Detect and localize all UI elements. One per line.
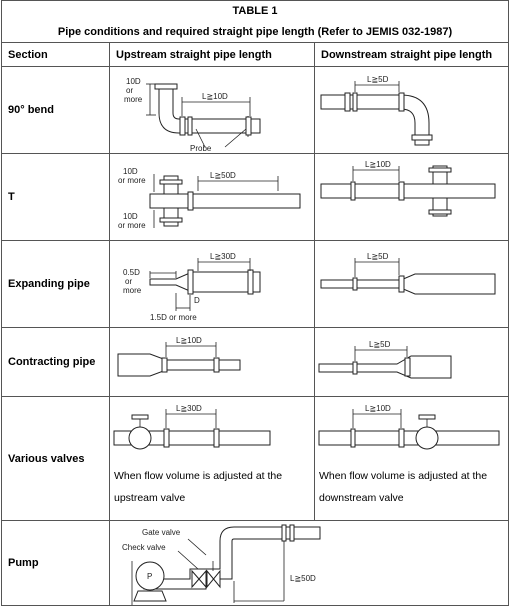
section-pump: Pump bbox=[1, 520, 110, 606]
header-downstream: Downstream straight pipe length bbox=[314, 42, 509, 67]
table-number: TABLE 1 bbox=[1, 0, 509, 21]
label-length: L≧10D bbox=[202, 92, 228, 101]
upstream-expanding-figure: 0.5D or more L≧30D D 1.5D or more bbox=[109, 240, 315, 328]
label-0-5d: 0.5D bbox=[123, 268, 140, 277]
table-row: Contracting pipe L≧10D L≧5D bbox=[1, 327, 509, 397]
section-contracting-pipe: Contracting pipe bbox=[1, 327, 110, 397]
label-10d: 10D bbox=[126, 77, 141, 86]
label-or: or bbox=[125, 277, 132, 286]
pump-figure: P Gate valve Check valve L≧50D bbox=[109, 520, 509, 606]
label-p: P bbox=[147, 572, 152, 581]
upstream-t-figure: 10D or more L≧50D 10D or more bbox=[109, 153, 315, 241]
downstream-90-bend-figure: L≧5D bbox=[314, 66, 509, 154]
section-t: T bbox=[1, 153, 110, 241]
label-1-5d: 1.5D or more bbox=[150, 313, 197, 322]
label-length: L≧10D bbox=[365, 404, 391, 413]
label-ormore-bottom: or more bbox=[118, 221, 146, 230]
table-row: Pump P Gate valve Check valve bbox=[1, 520, 509, 606]
table-row: T 10D or more L≧50D 10D or more bbox=[1, 153, 509, 241]
label-more: more bbox=[124, 95, 143, 104]
table-row: Expanding pipe 0.5D or more L≧30D D bbox=[1, 240, 509, 328]
label-length: L≧5D bbox=[367, 252, 389, 261]
label-length: L≧5D bbox=[369, 340, 391, 349]
table-title: Pipe conditions and required straight pi… bbox=[1, 21, 509, 43]
section-expanding-pipe: Expanding pipe bbox=[1, 240, 110, 328]
downstream-valves-cell: L≧10D When flow volume is adjusted at th… bbox=[314, 396, 509, 521]
label-probe: Probe bbox=[190, 144, 212, 153]
label-gate-valve: Gate valve bbox=[142, 528, 181, 537]
label-length: L≧30D bbox=[210, 252, 236, 261]
label-length: L≧30D bbox=[176, 404, 202, 413]
section-various-valves: Various valves bbox=[1, 396, 110, 521]
upstream-valve-note: When flow volume is adjusted at the upst… bbox=[114, 470, 283, 504]
label-d: D bbox=[194, 296, 200, 305]
label-length: L≧50D bbox=[210, 171, 236, 180]
upstream-valves-cell: L≧30D When flow volume is adjusted at th… bbox=[109, 396, 315, 521]
label-length: L≧10D bbox=[176, 336, 202, 345]
label-check-valve: Check valve bbox=[122, 543, 166, 552]
downstream-expanding-figure: L≧5D bbox=[314, 240, 509, 328]
label-10d-bottom: 10D bbox=[123, 212, 138, 221]
upstream-contracting-figure: L≧10D bbox=[109, 327, 315, 397]
downstream-contracting-figure: L≧5D bbox=[314, 327, 509, 397]
table-row: Various valves L≧30D When flow volume is… bbox=[1, 396, 509, 521]
table-row: 90° bend 10D or more L≧10D bbox=[1, 66, 509, 154]
label-or: or bbox=[126, 86, 133, 95]
header-upstream: Upstream straight pipe length bbox=[109, 42, 315, 67]
label-10d-top: 10D bbox=[123, 167, 138, 176]
section-90-bend: 90° bend bbox=[1, 66, 110, 154]
upstream-90-bend-figure: 10D or more L≧10D Probe bbox=[109, 66, 315, 154]
label-length: L≧5D bbox=[367, 75, 389, 84]
header-section: Section bbox=[1, 42, 110, 67]
label-more: more bbox=[123, 286, 142, 295]
label-length: L≧50D bbox=[290, 574, 316, 583]
label-ormore-top: or more bbox=[118, 176, 146, 185]
label-length: L≧10D bbox=[365, 160, 391, 169]
downstream-t-figure: L≧10D bbox=[314, 153, 509, 241]
downstream-valve-note: When flow volume is adjusted at the down… bbox=[319, 470, 488, 504]
